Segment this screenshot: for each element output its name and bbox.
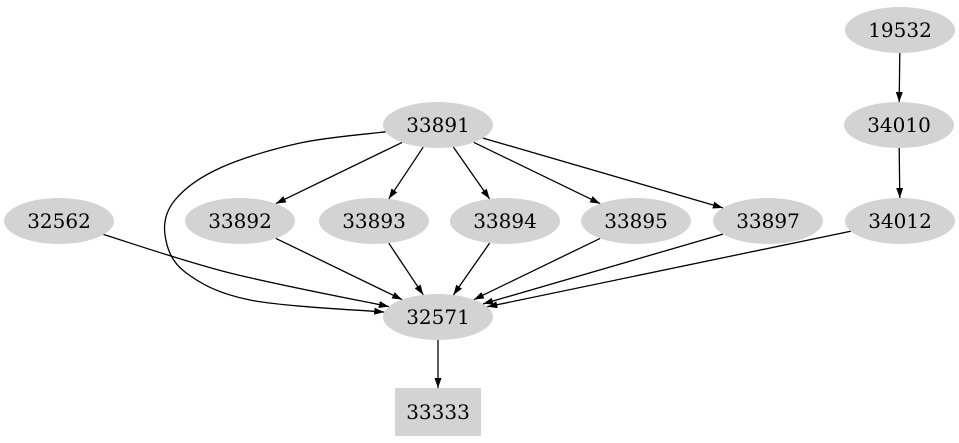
edge-34010-34012: [896, 147, 904, 199]
node-shape-33333: [395, 388, 481, 436]
node-label-34010: 34010: [867, 113, 931, 137]
node-shape-33895: [581, 198, 691, 244]
node-shape-32571: [383, 294, 493, 340]
node-label-33333: 33333: [406, 400, 470, 424]
node-shape-33894: [450, 198, 560, 244]
edge-33891-33893: [388, 146, 424, 200]
labels-layer: 19532 34010 34012 33891 32562 33892 33893 33894…: [27, 18, 932, 424]
node-shape-33891: [383, 102, 493, 148]
edge-19532-34010: [895, 52, 903, 103]
node-label-33894: 33894: [473, 209, 537, 233]
node-label-33892: 33892: [208, 209, 272, 233]
node-shape-33892: [185, 198, 295, 244]
edge-33891-33892: [275, 141, 403, 205]
edge-33894-32571: [452, 242, 491, 296]
node-label-32562: 32562: [27, 209, 91, 233]
edge-33897-32571: [482, 233, 724, 305]
edge-33893-32571: [388, 242, 424, 296]
node-shape-32562: [4, 198, 114, 244]
edge-32562-32571: [103, 233, 390, 308]
node-shape-33893: [319, 198, 429, 244]
edge-33891-33897: [482, 137, 724, 209]
node-shape-19532: [845, 7, 955, 53]
nodes-layer: [4, 7, 955, 436]
node-label-33897: 33897: [736, 209, 800, 233]
node-label-32571: 32571: [406, 305, 470, 329]
node-label-33895: 33895: [604, 209, 668, 233]
node-label-34012: 34012: [868, 209, 932, 233]
edge-33895-32571: [473, 237, 601, 301]
node-shape-33897: [713, 198, 823, 244]
node-shape-34010: [844, 102, 954, 148]
edge-33892-32571: [275, 237, 403, 301]
edge-34012-32571: [487, 230, 851, 309]
edge-33891-33894: [452, 146, 491, 200]
node-label-33891: 33891: [406, 113, 470, 137]
node-shape-34012: [845, 198, 955, 244]
edge-33891-32571: [163, 131, 386, 315]
edge-33891-33895: [473, 141, 601, 205]
node-label-33893: 33893: [342, 209, 406, 233]
edges-layer: [103, 52, 904, 388]
node-label-19532: 19532: [868, 18, 932, 42]
